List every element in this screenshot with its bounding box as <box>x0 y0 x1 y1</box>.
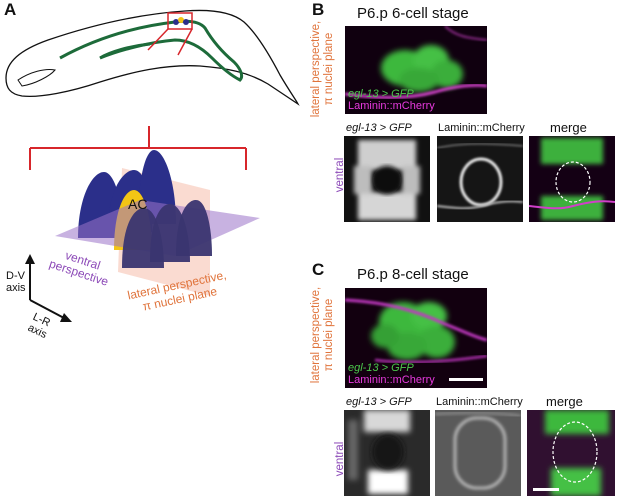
vu-cell <box>176 200 212 256</box>
panel-b-title: P6.p 6-cell stage <box>357 5 469 22</box>
lr-arrow-head <box>60 313 72 322</box>
vu-cell-dot <box>173 19 179 25</box>
panel-a-letter: A <box>4 0 17 19</box>
worm-gut <box>59 19 244 82</box>
dv-axis-label: D-V axis <box>6 270 26 294</box>
panel-c-laminin-image <box>435 410 521 496</box>
panel-b-laminin-image <box>437 136 523 222</box>
panel-c-merge-scale-bar <box>533 488 559 491</box>
panel-c-channel-merge: merge <box>546 394 583 409</box>
ac-label: AC <box>128 196 148 212</box>
worm-body <box>5 9 300 106</box>
panel-a-diagram <box>5 9 300 322</box>
panel-b-channel-laminin: Laminin::mCherry <box>438 122 525 134</box>
ac-cell-dot <box>178 17 184 23</box>
dv-arrow-head <box>25 254 35 264</box>
panel-b-merge-image <box>529 136 615 222</box>
panel-b-gfp-image <box>344 136 430 222</box>
panel-b-channel-merge: merge <box>550 120 587 135</box>
panel-b-lateral-image: egl-13 > GFP Laminin::mCherry <box>345 26 487 114</box>
zoom-box <box>167 12 193 30</box>
panel-b-channel-gfp: egl-13 > GFP <box>346 122 412 134</box>
panel-c-scale-bar <box>449 378 483 381</box>
panel-c-lateral-image: egl-13 > GFP Laminin::mCherry <box>345 288 487 388</box>
panel-b-letter: B <box>312 0 325 19</box>
panel-c-lateral-label: lateral perspective, π nuclei plane <box>310 286 335 384</box>
panel-c-title: P6.p 8-cell stage <box>357 266 469 283</box>
panel-c-channel-gfp: egl-13 > GFP <box>346 396 412 408</box>
panel-c-gfp-image <box>344 410 430 496</box>
panel-b-overlay-gfp: egl-13 > GFP <box>348 88 414 100</box>
panel-c-merge-image <box>527 410 615 496</box>
panel-b-overlay-laminin: Laminin::mCherry <box>348 100 435 112</box>
panel-b-lateral-label: lateral perspective, π nuclei plane <box>310 20 335 118</box>
vu-cell-dot <box>183 19 189 25</box>
panel-c-overlay-gfp: egl-13 > GFP <box>348 362 414 374</box>
panel-c-channel-laminin: Laminin::mCherry <box>436 396 523 408</box>
panel-c-overlay-laminin: Laminin::mCherry <box>348 374 435 386</box>
panel-c-letter: C <box>312 260 325 279</box>
